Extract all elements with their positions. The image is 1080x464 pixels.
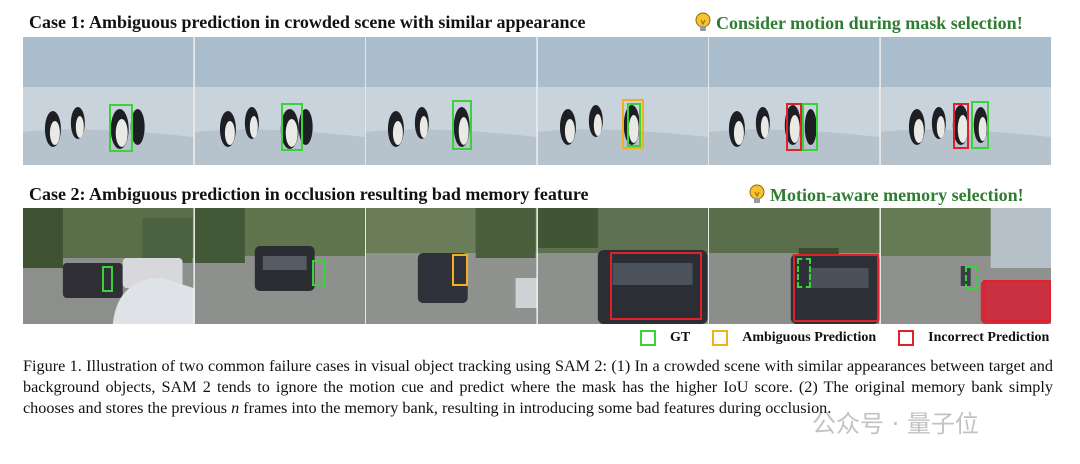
gt-box bbox=[452, 100, 472, 150]
case1-frame-5 bbox=[709, 37, 881, 165]
case1-title: Case 1: Ambiguous prediction in crowded … bbox=[29, 12, 586, 32]
incorrect-box bbox=[786, 103, 802, 151]
case2-frame-4 bbox=[537, 208, 709, 324]
legend-ambiguous: Ambiguous Prediction bbox=[712, 330, 876, 346]
gt-box bbox=[802, 103, 818, 151]
case2-title: Case 2: Ambiguous prediction in occlusio… bbox=[29, 184, 589, 204]
street-scene-image bbox=[194, 208, 365, 324]
incorrect-swatch bbox=[898, 330, 915, 346]
caption-part-2: frames into the memory bank, resulting i… bbox=[239, 399, 832, 417]
case1-hint-text: Consider motion during mask selection! bbox=[716, 12, 1023, 33]
gt-box bbox=[109, 104, 133, 152]
gt-box bbox=[970, 101, 989, 149]
caption-variable: n bbox=[231, 399, 240, 417]
ambiguous-box bbox=[452, 254, 468, 286]
ambiguous-swatch bbox=[712, 330, 729, 346]
street-scene-image bbox=[537, 208, 708, 324]
gt-box bbox=[280, 103, 303, 151]
penguin-scene-image bbox=[23, 37, 194, 165]
legend-ambiguous-label: Ambiguous Prediction bbox=[742, 330, 877, 345]
case2-frame-2 bbox=[194, 208, 366, 324]
case1-frame-4 bbox=[537, 37, 709, 165]
gt-box bbox=[797, 258, 811, 288]
legend-gt: GT bbox=[640, 330, 690, 346]
legend-incorrect: Incorrect Prediction bbox=[898, 330, 1049, 346]
case1-frame-1 bbox=[23, 37, 195, 165]
gt-box bbox=[626, 103, 641, 147]
legend: GT Ambiguous Prediction Incorrect Predic… bbox=[640, 330, 1049, 346]
legend-incorrect-label: Incorrect Prediction bbox=[928, 330, 1050, 345]
case1-frame-2 bbox=[194, 37, 366, 165]
ambiguous-box bbox=[621, 99, 644, 149]
watermark: 公众号 · 量子位 bbox=[812, 410, 979, 438]
figure-caption: Figure 1. Illustration of two common fai… bbox=[23, 356, 1053, 419]
case2-frame-1 bbox=[23, 208, 195, 324]
legend-gt-label: GT bbox=[670, 330, 691, 345]
lightbulb-icon bbox=[749, 184, 765, 203]
case2-frame-3 bbox=[366, 208, 538, 324]
incorrect-box bbox=[609, 252, 702, 320]
case2-hint: Motion-aware memory selection! bbox=[748, 184, 1024, 206]
gt-box bbox=[311, 260, 325, 286]
case2-hint-text: Motion-aware memory selection! bbox=[770, 184, 1024, 205]
case1-frame-6 bbox=[880, 37, 1051, 165]
gt-box bbox=[102, 266, 113, 292]
case2-frame-6 bbox=[880, 208, 1051, 324]
gt-swatch bbox=[640, 330, 656, 346]
case1-frame-3 bbox=[366, 37, 538, 165]
penguin-scene-image bbox=[194, 37, 365, 165]
incorrect-box bbox=[793, 254, 879, 322]
lightbulb-icon bbox=[695, 12, 711, 31]
case2-frame-strip bbox=[23, 208, 1051, 324]
incorrect-box bbox=[982, 280, 1051, 322]
penguin-scene-image bbox=[709, 37, 880, 165]
case2-frame-5 bbox=[709, 208, 881, 324]
incorrect-box bbox=[952, 103, 969, 149]
street-scene-image bbox=[366, 208, 537, 324]
penguin-scene-image bbox=[880, 37, 1051, 165]
caption-part-1: Figure 1. Illustration of two common fai… bbox=[23, 357, 1053, 417]
case1-hint: Consider motion during mask selection! bbox=[694, 12, 1023, 34]
penguin-scene-image bbox=[366, 37, 537, 165]
case1-frame-strip bbox=[23, 37, 1051, 165]
gt-box bbox=[964, 266, 977, 290]
